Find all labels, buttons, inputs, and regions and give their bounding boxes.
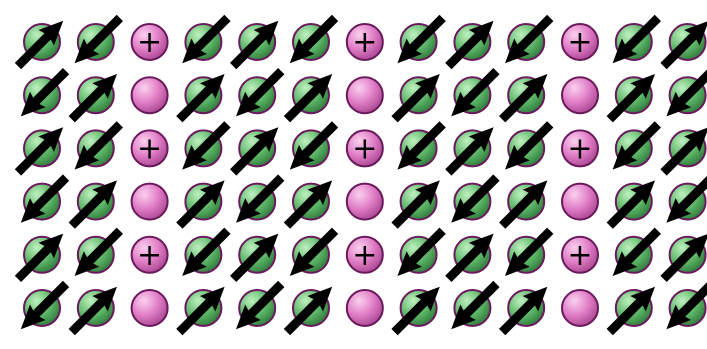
positive-charge-label: + [352,238,377,273]
ion-sphere [347,77,383,113]
ion-sphere [132,290,168,326]
ion-sphere [132,77,168,113]
ion-sphere [347,184,383,220]
arrow-layer [15,15,707,335]
ion-sphere [132,184,168,220]
positive-charge-label: + [567,238,592,273]
ion-sphere [347,290,383,326]
positive-charge-label: + [352,131,377,166]
positive-charge-label: + [352,25,377,60]
ion-sphere [562,184,598,220]
positive-charge-label: + [137,238,162,273]
positive-charge-label: + [567,131,592,166]
ion-sphere [562,77,598,113]
sphere-layer: + + + + + + + + + [24,24,706,326]
positive-charge-label: + [137,131,162,166]
positive-charge-label: + [567,25,592,60]
positive-charge-label: + [137,25,162,60]
ion-sphere [562,290,598,326]
